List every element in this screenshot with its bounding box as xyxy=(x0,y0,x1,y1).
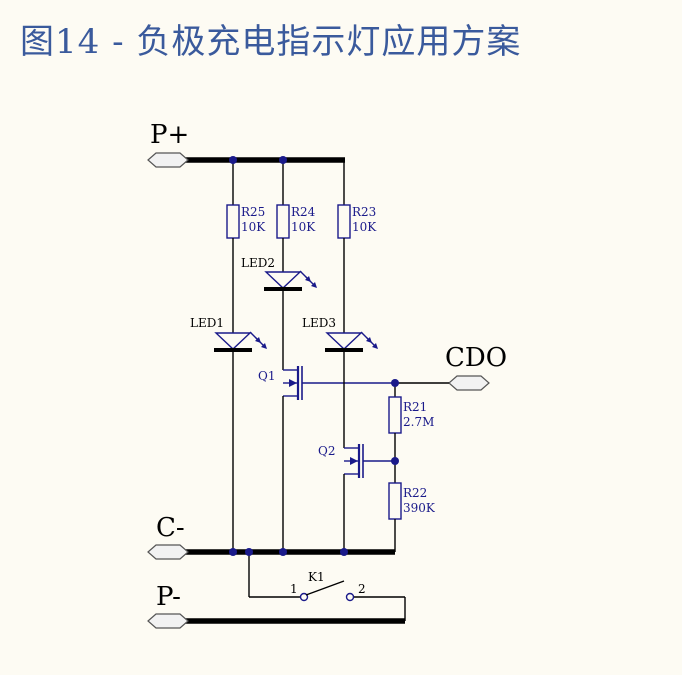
led3-ref: LED3 xyxy=(302,316,336,330)
junction-dot xyxy=(229,156,237,164)
c-minus-port xyxy=(147,544,189,560)
r25-value: 10K xyxy=(241,220,266,234)
resistor-r23 xyxy=(337,204,351,239)
cdo-port xyxy=(448,375,490,391)
r24-value: 10K xyxy=(291,220,316,234)
resistor-r24 xyxy=(276,204,290,239)
k1-pin1: 1 xyxy=(290,582,298,596)
p-plus-port xyxy=(147,152,189,168)
mosfet-q1 xyxy=(283,366,395,400)
r22-value: 390K xyxy=(403,501,436,515)
q1-ref: Q1 xyxy=(258,369,275,383)
led2-ref: LED2 xyxy=(241,256,275,270)
k1-lever xyxy=(305,580,345,596)
p-minus-port xyxy=(147,613,189,629)
junction-dot xyxy=(340,548,348,556)
junction-dot xyxy=(229,548,237,556)
resistor-r21 xyxy=(388,396,402,434)
k1-contact-1 xyxy=(299,592,309,602)
junction-dot xyxy=(279,156,287,164)
r24-ref: R24 xyxy=(291,205,316,219)
resistor-r22 xyxy=(388,482,402,520)
junction-dot xyxy=(245,548,253,556)
led3-symbol xyxy=(325,331,378,352)
led2-symbol xyxy=(264,270,317,291)
resistor-r25 xyxy=(226,204,240,239)
cdo-label: CDO xyxy=(445,343,507,373)
junction-dot xyxy=(391,457,399,465)
r25-ref: R25 xyxy=(241,205,265,219)
r21-value: 2.7M xyxy=(403,415,434,429)
mosfet-q2 xyxy=(344,444,395,478)
k1-ref: K1 xyxy=(308,570,325,584)
r23-ref: R23 xyxy=(352,205,376,219)
k1-contact-2 xyxy=(345,592,355,602)
p-plus-label: P+ xyxy=(150,120,189,150)
k1-pin2: 2 xyxy=(358,582,366,596)
c-minus-label: C- xyxy=(156,513,185,543)
r23-value: 10K xyxy=(352,220,377,234)
r21-ref: R21 xyxy=(403,400,427,414)
figure-title: 图14 - 负极充电指示灯应用方案 xyxy=(20,22,522,62)
p-minus-label: P- xyxy=(156,582,181,612)
led1-symbol xyxy=(214,331,267,352)
led1-ref: LED1 xyxy=(190,316,224,330)
r22-ref: R22 xyxy=(403,486,427,500)
junction-dot xyxy=(391,379,399,387)
q2-ref: Q2 xyxy=(318,444,335,458)
junction-dot xyxy=(279,548,287,556)
